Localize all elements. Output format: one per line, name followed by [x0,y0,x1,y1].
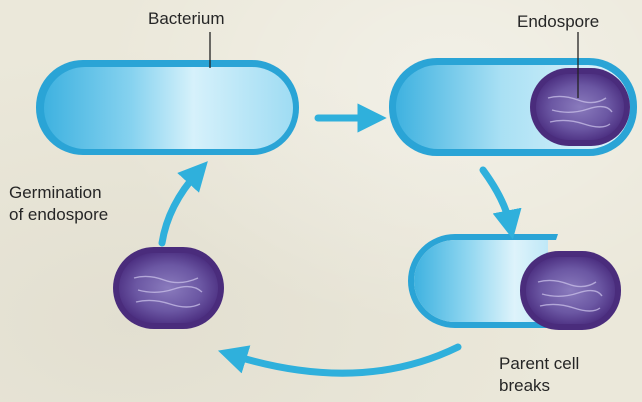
bacterium-cell [36,32,299,155]
down-arrow-icon [483,170,510,225]
parent-cell-label-line2: breaks [499,375,579,397]
left-curved-arrow-icon [232,347,458,373]
germination-label: Germination of endospore [9,182,108,226]
bacterium-with-endospore [389,32,637,156]
free-endospore [113,247,224,329]
up-curved-arrow-icon [162,172,198,243]
germination-label-line2: of endospore [9,204,108,226]
endospore-label: Endospore [517,11,599,33]
parent-cell-breaking [408,234,621,330]
parent-cell-label-line1: Parent cell [499,353,579,375]
parent-cell-breaks-label: Parent cell breaks [499,353,579,397]
germination-label-line1: Germination [9,182,108,204]
bacterium-label: Bacterium [148,8,225,30]
